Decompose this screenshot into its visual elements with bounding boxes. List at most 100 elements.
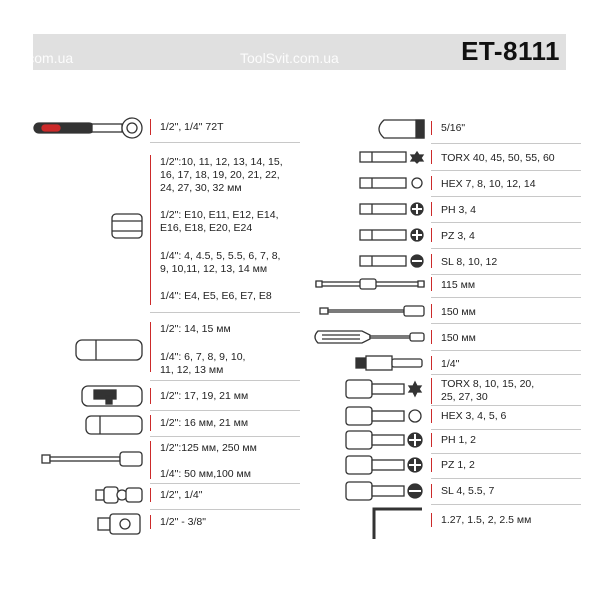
divider-torx-socket [431,378,432,404]
separator [150,483,300,484]
separator [150,410,300,411]
separator [431,350,581,351]
divider-pozidriv-socket [431,458,432,472]
t-handle-label: 115 мм [441,279,476,291]
torx-bit-label: TORX 40, 45, 50, 55, 60 [441,152,555,164]
hex-bit-icon [359,177,423,189]
divider-phillips-socket [431,433,432,447]
slotted-bit-label: SL 8, 10, 12 [441,256,498,268]
phillips-bit-label: PH 3, 4 [441,204,477,216]
ratchet-label: 1/2", 1/4" 72T [160,121,224,133]
deep-socket-label-line: 11, 12, 13 мм [160,364,224,376]
spark-plug-socket-icon [85,415,143,435]
separator [150,509,300,510]
divider-bit-holder [431,121,432,135]
socket-label-line: 1/2":10, 11, 12, 13, 14, 15, [160,156,283,168]
header-band [33,34,566,70]
pozidriv-bit-icon [359,228,424,242]
pozidriv-bit-socket-label: PZ 1, 2 [441,459,475,471]
impact-socket-icon [81,385,143,407]
slotted-bit-icon [359,254,424,268]
adapter-label: 1/2" - 3/8" [160,516,206,528]
torx-bit-icon [359,150,425,164]
divider-pozidriv [431,228,432,242]
pozidriv-bit-socket-icon [345,455,423,475]
socket-label-line: 1/4": E4, E5, E6, E7, E8 [160,290,272,302]
divider-torx [431,150,432,164]
divider-slotted-socket [431,484,432,498]
divider-extension [150,441,151,479]
divider-hex [431,176,432,190]
hex-bit-socket-icon [345,406,422,426]
separator [431,248,581,249]
hex-bit-socket-label: HEX 3, 4, 5, 6 [441,410,507,422]
t-handle-icon [315,278,425,290]
impact-socket-label: 1/2": 17, 19, 21 мм [160,390,249,402]
torx-bit-socket-label-line: TORX 8, 10, 15, 20, [441,378,535,390]
separator [431,405,581,406]
divider-spark-plug [150,415,151,431]
socket-label-line: E16, E18, E20, E24 [160,222,253,234]
divider-hex-key [431,513,432,527]
bit-holder-icon [378,119,425,139]
separator [431,143,581,144]
watermark-right: ToolSvit.com.ua [240,50,339,66]
bit-extension-icon [319,305,425,317]
divider-adapter [150,515,151,529]
adapter-icon [97,513,141,535]
separator [150,312,300,313]
universal-joint-label: 1/2", 1/4" [160,489,203,501]
divider-hex-socket [431,409,432,423]
divider-phillips [431,202,432,216]
separator [431,274,581,275]
separator [150,380,300,381]
extension-bar-label-line: 1/4": 50 мм,100 мм [160,468,251,480]
deep-socket-icon [75,339,143,361]
divider-impact [150,388,151,404]
pozidriv-bit-label: PZ 3, 4 [441,230,475,242]
separator [431,429,581,430]
hex-key-label: 1.27, 1.5, 2, 2.5 мм [441,514,532,526]
divider-ratchet [150,119,151,135]
extension-bar-label-line: 1/2":125 мм, 250 мм [160,442,257,454]
universal-joint-icon [95,486,143,504]
hex-key-icon [372,507,422,539]
separator [431,196,581,197]
torx-bit-socket-label-line: 25, 27, 30 [441,391,488,403]
socket-label-line: 16, 17, 18, 19, 20, 21, 22, [160,169,280,181]
deep-socket-label-line: 1/2": 14, 15 мм [160,323,231,335]
bit-holder-label: 5/16" [441,122,466,134]
phillips-bit-socket-icon [345,430,423,450]
separator [431,374,581,375]
socket-label-line: 24, 27, 30, 32 мм [160,182,242,194]
divider-slotted [431,254,432,268]
socket-label-line: 1/2": E10, E11, E12, E14, [160,209,279,221]
separator [431,478,581,479]
separator [431,323,581,324]
socket-icon [111,213,143,239]
phillips-bit-icon [359,202,424,216]
divider-spinner [431,330,432,344]
deep-socket-label-line: 1/4": 6, 7, 8, 9, 10, [160,351,246,363]
watermark-left: Svit.com.ua [0,50,74,66]
slotted-bit-socket-label: SL 4, 5.5, 7 [441,485,495,497]
phillips-bit-socket-label: PH 1, 2 [441,434,477,446]
ratchet-icon [33,117,143,139]
divider-universal [150,488,151,502]
separator [150,142,300,143]
spark-plug-socket-label: 1/2": 16 мм, 21 мм [160,417,249,429]
hex-bit-label: HEX 7, 8, 10, 12, 14 [441,178,536,190]
slotted-bit-socket-icon [345,481,423,501]
separator [150,436,300,437]
bit-extension-label: 150 мм [441,306,476,318]
divider-sockets [150,155,151,305]
torx-bit-socket-icon [345,379,423,399]
divider-t-handle [431,277,432,291]
socket-label-line: 1/4": 4, 4.5, 5, 5.5, 6, 7, 8, [160,250,281,262]
bit-adapter-label: 1/4" [441,358,460,370]
divider-deep-sockets [150,322,151,372]
separator [431,297,581,298]
socket-label-line: 9, 10,11, 12, 13, 14 мм [160,263,268,275]
extension-bar-icon [41,451,143,467]
spinner-handle-label: 150 мм [441,332,476,344]
